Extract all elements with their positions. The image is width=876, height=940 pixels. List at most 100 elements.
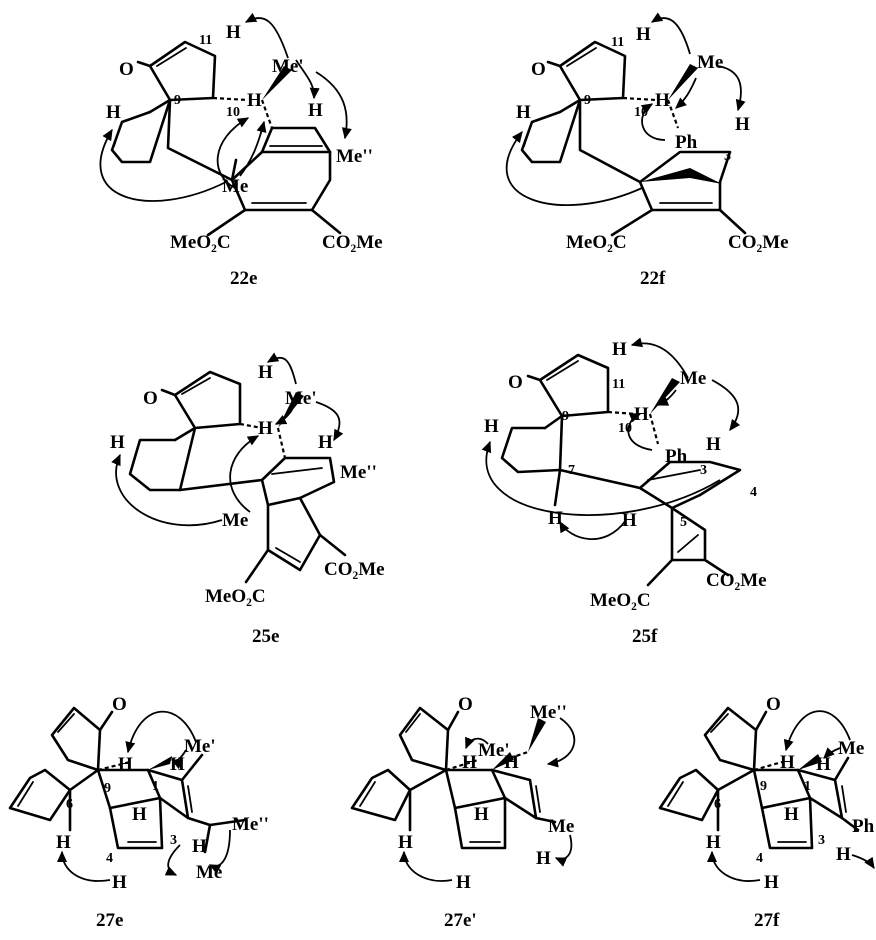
- structure-27f-bonds: [658, 706, 860, 850]
- ester-left: MeO₂C: [205, 586, 266, 607]
- h9-label: H: [110, 432, 125, 453]
- compound-27f: O H 9 1 6 3 4 H Me H Ph H H H 27f: [658, 694, 875, 931]
- caption-25f: 25f: [632, 626, 658, 647]
- oxo-label: O: [458, 694, 473, 715]
- me-double-prime-label: Me'': [340, 462, 377, 483]
- me-double-prime-label: Me'': [530, 702, 567, 723]
- locant-4: 4: [106, 851, 113, 866]
- structure-27e-prime-labels: O H Me' H Me'' H Me H H H 27e': [398, 694, 574, 931]
- ester-right: CO₂Me: [324, 559, 385, 580]
- ester-right: CO₂Me: [706, 570, 767, 591]
- oxo-label: O: [112, 694, 127, 715]
- noe-arrows-27f: [706, 710, 875, 882]
- h9-label: H: [462, 752, 477, 773]
- structure-22f-labels: O H 11 9 10 H H Me Ph H 3 MeO₂C CO₂Me 22…: [516, 24, 789, 289]
- me-prime-label: Me': [184, 736, 216, 757]
- h-vinyl-label: H: [836, 844, 851, 865]
- noe-arrows-25e: [111, 352, 344, 527]
- me-label: Me: [697, 52, 723, 73]
- ph-label: Ph: [852, 816, 875, 837]
- ester-left: MeO₂C: [170, 232, 231, 253]
- locant-6: 6: [714, 797, 721, 812]
- oxo-label: O: [766, 694, 781, 715]
- caption-27e: 27e: [96, 910, 123, 931]
- h1-label: H: [170, 754, 185, 775]
- h4-label: H: [456, 872, 471, 893]
- locant-4: 4: [756, 851, 763, 866]
- h11-label: H: [612, 339, 627, 360]
- ester-left: MeO₂C: [566, 232, 627, 253]
- h-ring-label: H: [784, 804, 799, 825]
- locant-5: 5: [680, 515, 687, 530]
- caption-27f: 27f: [754, 910, 780, 931]
- me-double-prime-label: Me'': [232, 814, 269, 835]
- h5-label: H: [622, 510, 637, 531]
- oxo-label: O: [143, 388, 158, 409]
- h-ring-label: H: [132, 804, 147, 825]
- locant-9: 9: [104, 781, 111, 796]
- h9-label: H: [516, 102, 531, 123]
- locant-9: 9: [760, 779, 767, 794]
- ester-right: CO₂Me: [322, 232, 383, 253]
- h10-label: H: [258, 418, 273, 439]
- h10-label: H: [655, 90, 670, 111]
- me-label: Me: [222, 176, 248, 197]
- locant-11: 11: [611, 35, 624, 50]
- h9-label: H: [780, 752, 795, 773]
- h3-label: H: [706, 434, 721, 455]
- h1-label: H: [504, 752, 519, 773]
- oxo-label: O: [119, 59, 134, 80]
- caption-22f: 22f: [640, 268, 666, 289]
- me-label: Me: [548, 816, 574, 837]
- compound-25e: O H H H Me' H Me'' Me MeO₂C CO₂Me 25e: [110, 352, 385, 647]
- h1-label: H: [816, 754, 831, 775]
- locant-3: 3: [724, 149, 731, 164]
- compound-25f: O H 11 9 10 7 H H Me Ph H 3 4 5 H H MeO₂…: [481, 337, 767, 647]
- structure-27e-prime-bonds: [350, 706, 557, 850]
- noe-arrows-27e: [56, 710, 231, 882]
- h-ch-label: H: [192, 836, 207, 857]
- h11-label: H: [636, 24, 651, 45]
- h3-label: H: [735, 114, 750, 135]
- locant-9: 9: [562, 409, 569, 424]
- structure-25f-labels: O H 11 9 10 7 H H Me Ph H 3 4 5 H H MeO₂…: [484, 339, 767, 647]
- locant-10: 10: [634, 105, 648, 120]
- structure-27e-bonds: [8, 706, 247, 854]
- caption-25e: 25e: [252, 626, 279, 647]
- locant-4: 4: [750, 485, 757, 500]
- h-vinyl-label: H: [308, 100, 323, 121]
- me-prime-label: Me': [478, 740, 510, 761]
- noe-arrows-27e-prime: [398, 717, 576, 882]
- structure-27f-labels: O H 9 1 6 3 4 H Me H Ph H H H 27f: [706, 694, 875, 931]
- h9-label: H: [484, 416, 499, 437]
- ester-left: MeO₂C: [590, 590, 651, 611]
- structure-27e-labels: O H 9 1 6 3 4 H H Me' Me'' H Me H H 27e: [56, 694, 269, 931]
- caption-22e: 22e: [230, 268, 257, 289]
- structure-25e-labels: O H H H Me' H Me'' Me MeO₂C CO₂Me 25e: [110, 362, 385, 647]
- me-label: Me: [222, 510, 248, 531]
- h-top-label: H: [258, 362, 273, 383]
- h6-label: H: [706, 832, 721, 853]
- h6-label: H: [56, 832, 71, 853]
- locant-9: 9: [174, 93, 181, 108]
- ph-label: Ph: [665, 446, 688, 467]
- caption-27e-prime: 27e': [444, 910, 477, 931]
- h4-label: H: [764, 872, 779, 893]
- h-vinyl-label: H: [318, 432, 333, 453]
- structure-22e-labels: O H 11 9 10 H H Me' H Me'' Me MeO₂C CO₂M…: [106, 22, 383, 289]
- structure-25f-bonds: [500, 353, 742, 587]
- ph-label: Ph: [675, 132, 698, 153]
- compound-27e: O H 9 1 6 3 4 H H Me' Me'' H Me H H 27e: [8, 694, 269, 931]
- locant-1: 1: [152, 779, 159, 794]
- compound-22f: O H 11 9 10 H H Me Ph H 3 MeO₂C CO₂Me 22…: [506, 12, 789, 289]
- locant-10: 10: [226, 105, 240, 120]
- h9-label: H: [118, 754, 133, 775]
- locant-11: 11: [612, 377, 625, 392]
- me-prime-label: Me': [285, 388, 317, 409]
- locant-7: 7: [568, 463, 575, 478]
- locant-1: 1: [804, 779, 811, 794]
- h10-label: H: [634, 404, 649, 425]
- oxo-label: O: [508, 372, 523, 393]
- ester-right: CO₂Me: [728, 232, 789, 253]
